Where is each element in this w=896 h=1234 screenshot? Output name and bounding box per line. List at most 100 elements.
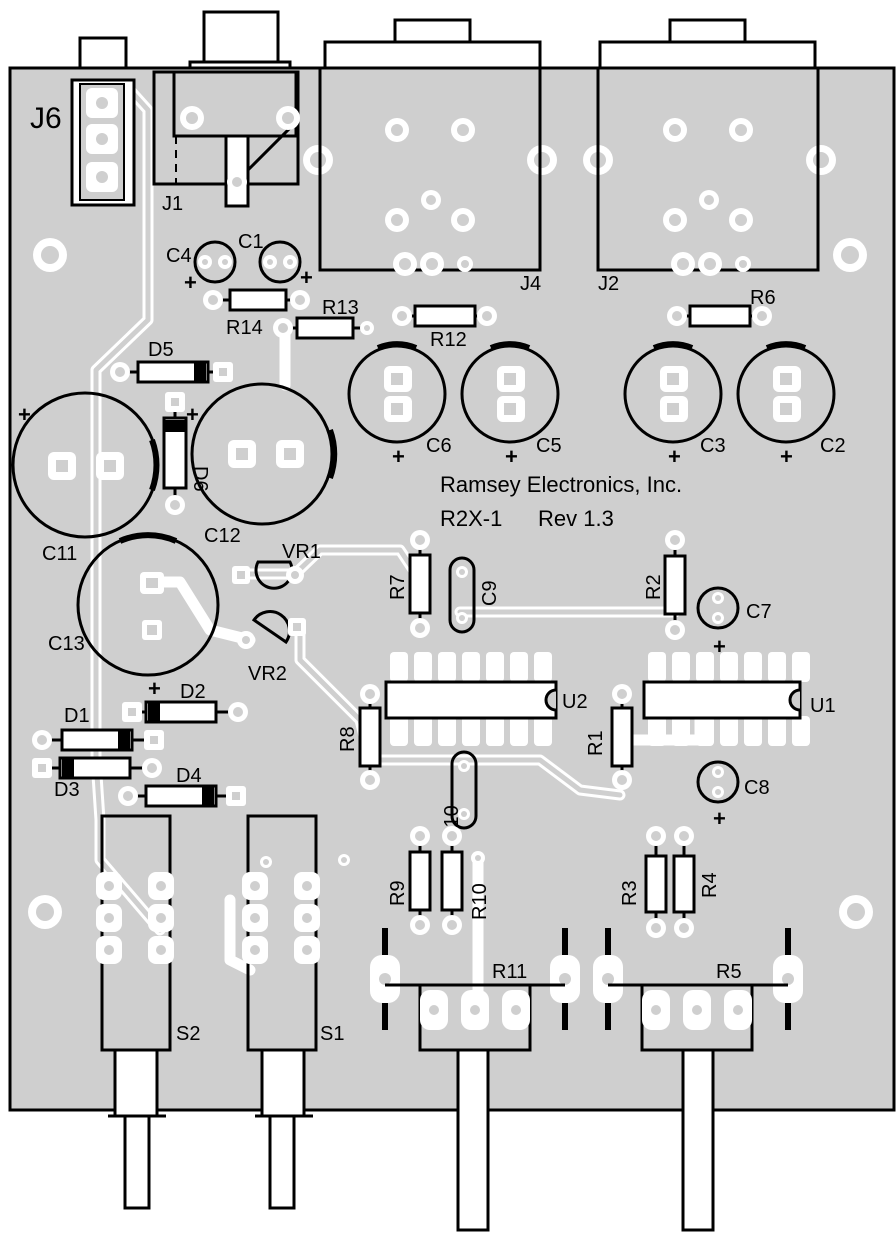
- pad: [203, 290, 223, 310]
- pad: [458, 808, 470, 820]
- mounting-hole: [527, 145, 557, 175]
- pad: [674, 918, 694, 938]
- polarity-plus: +: [184, 270, 197, 295]
- pad: [290, 290, 310, 310]
- label-c3: C3: [700, 435, 726, 457]
- board-info: Ramsey Electronics, Inc. R2X-1 Rev 1.3: [440, 472, 682, 531]
- ic-u1: U1: [642, 652, 836, 746]
- label-c1: C1: [238, 231, 264, 253]
- mounting-hole: [33, 238, 67, 272]
- pad: [165, 495, 185, 515]
- resistor-r10: R10: [440, 826, 491, 935]
- mounting-hole: [28, 895, 62, 929]
- ic-pins-bottom: [390, 716, 552, 746]
- pad: [110, 362, 130, 382]
- pad: [384, 396, 412, 422]
- pad: [165, 392, 185, 412]
- pad: [612, 684, 632, 704]
- potentiometer-r11: R11: [370, 928, 580, 1052]
- switch-s1: S1: [242, 814, 350, 1052]
- pad: [180, 106, 204, 130]
- pad: [227, 172, 247, 192]
- pad: [665, 530, 685, 550]
- pad: [457, 256, 473, 272]
- label-r14: R14: [226, 317, 263, 339]
- pad: [360, 321, 374, 335]
- pad: [724, 990, 752, 1030]
- label-c2: C2: [820, 435, 846, 457]
- model-name: R2X-1: [440, 506, 502, 531]
- pad: [410, 618, 430, 638]
- pad: [471, 851, 485, 865]
- label-c4: C4: [166, 245, 192, 267]
- pad: [228, 440, 256, 468]
- label-s2: S2: [176, 1023, 200, 1045]
- label-c9: C9: [479, 580, 501, 606]
- label-r4: R4: [699, 872, 721, 898]
- pad: [228, 702, 248, 722]
- pad: [198, 255, 212, 269]
- label-d4: D4: [176, 765, 202, 787]
- pad: [420, 990, 448, 1030]
- pad: [144, 730, 164, 750]
- pad: [273, 318, 293, 338]
- mounting-hole: [303, 145, 333, 175]
- pad: [286, 566, 304, 584]
- label-d5: D5: [148, 339, 174, 361]
- pad: [142, 758, 162, 778]
- pad: [646, 826, 666, 846]
- resistor-r14: R14: [203, 288, 310, 339]
- label-r3: R3: [619, 880, 641, 906]
- resistor-r13: R13: [273, 297, 374, 340]
- label-r10: R10: [469, 883, 491, 920]
- pad: [410, 915, 430, 935]
- pad: [663, 208, 687, 232]
- polarity-plus: +: [713, 806, 726, 831]
- pad: [729, 208, 753, 232]
- capacitor-c2: C2 +: [736, 341, 846, 469]
- label-r9: R9: [387, 880, 409, 906]
- polarity-plus: +: [505, 444, 518, 469]
- pad: [385, 118, 409, 142]
- pad: [642, 990, 670, 1030]
- resistor-r8: R8: [337, 684, 382, 790]
- label-c5: C5: [536, 435, 562, 457]
- resistor-r12: R12: [392, 304, 497, 351]
- pad: [142, 620, 162, 640]
- label-vr2: VR2: [248, 663, 287, 685]
- pad: [729, 118, 753, 142]
- pad: [612, 770, 632, 790]
- label-r7: R7: [387, 574, 409, 600]
- label-c13: C13: [48, 633, 85, 655]
- label-c8: C8: [744, 777, 770, 799]
- pad: [393, 252, 417, 276]
- ic-pins-top: [648, 652, 810, 682]
- label-r12: R12: [430, 329, 467, 351]
- pad: [392, 306, 412, 326]
- top-overhangs: [78, 10, 817, 84]
- label-d2: D2: [180, 681, 206, 703]
- pad: [660, 366, 688, 392]
- pad: [276, 440, 304, 468]
- pad: [420, 252, 444, 276]
- label-d1: D1: [64, 705, 90, 727]
- polarity-plus: +: [18, 402, 31, 427]
- label-c12: C12: [204, 525, 241, 547]
- resistor-r3: R3: [619, 826, 668, 938]
- pad: [683, 990, 711, 1030]
- label-c7: C7: [746, 601, 772, 623]
- pad: [712, 592, 724, 604]
- switch-s2: S2: [96, 814, 200, 1052]
- pad: [442, 826, 462, 846]
- pad: [283, 255, 297, 269]
- pad: [237, 631, 255, 649]
- label-j4: J4: [520, 273, 541, 295]
- pad: [122, 702, 142, 722]
- polarity-plus: +: [780, 444, 793, 469]
- pad: [451, 208, 475, 232]
- diode-d1: D1: [32, 705, 164, 752]
- label-c6: C6: [426, 435, 452, 457]
- pad: [699, 190, 719, 210]
- capacitor-c9: C9: [448, 556, 501, 634]
